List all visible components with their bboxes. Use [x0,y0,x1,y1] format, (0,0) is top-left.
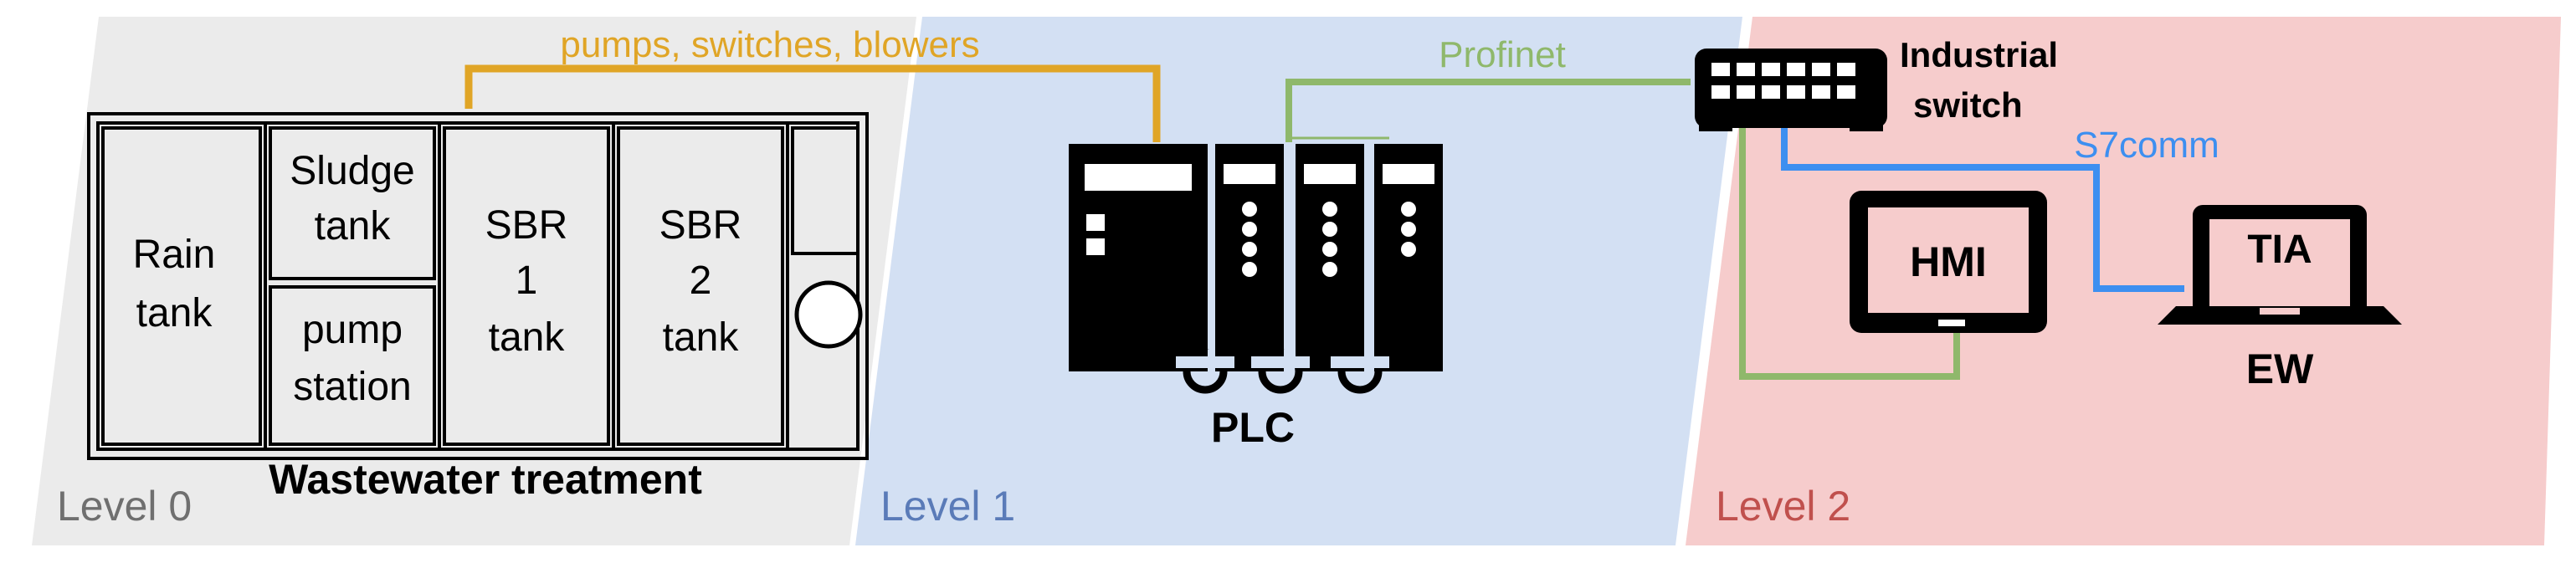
side-box [791,126,860,255]
sbr1-label-3: tank [489,315,566,360]
profinet-label: Profinet [1439,34,1566,75]
wastewater-plant [87,112,869,460]
switch-label-1: Industrial [1900,35,2058,74]
sbr2-label-2: 2 [690,258,712,303]
s7comm-label: S7comm [2074,125,2219,166]
sbr2-label-1: SBR [659,203,742,248]
s7comm-link [1781,100,2184,292]
tia-label: TIA [2247,228,2312,272]
rain-tank [101,126,262,446]
switch-label-2: switch [1913,85,2023,125]
hmi-device [1850,191,2047,333]
rain-tank-label-2: tank [136,291,213,335]
field-link-label: pumps, switches, blowers [560,24,979,65]
ew-label: EW [2246,345,2314,392]
profinet-link-hmi [1739,113,1960,380]
engineering-workstation [2158,205,2402,325]
sbr-1-tank [443,126,610,446]
field-link [464,64,1161,142]
level-0-zone [32,17,916,545]
rain-tank-label-1: Rain [133,233,216,277]
level-1-label: Level 1 [880,483,1015,530]
pump-circle [794,280,863,349]
sludge-tank [269,126,436,280]
hmi-label: HMI [1910,238,1987,285]
pump-station-label-1: pump [302,308,403,352]
level-2-label: Level 2 [1716,483,1850,530]
sbr1-label-1: SBR [485,203,568,248]
plant-title: Wastewater treatment [269,456,702,503]
plc-label: PLC [1211,404,1295,451]
sbr1-label-2: 1 [516,258,538,303]
sludge-tank-label-2: tank [315,204,392,248]
pump-station [269,285,436,446]
level-2-zone [1686,17,2561,545]
industrial-switch [1695,49,1887,131]
profinet-link-plc [1285,79,1691,142]
sbr-2-tank [617,126,784,446]
level-0-label: Level 0 [57,483,192,530]
pump-station-label-2: station [293,365,411,409]
sludge-tank-label-1: Sludge [290,149,414,193]
plc-device [1069,144,1443,394]
sbr2-label-3: tank [663,315,740,360]
